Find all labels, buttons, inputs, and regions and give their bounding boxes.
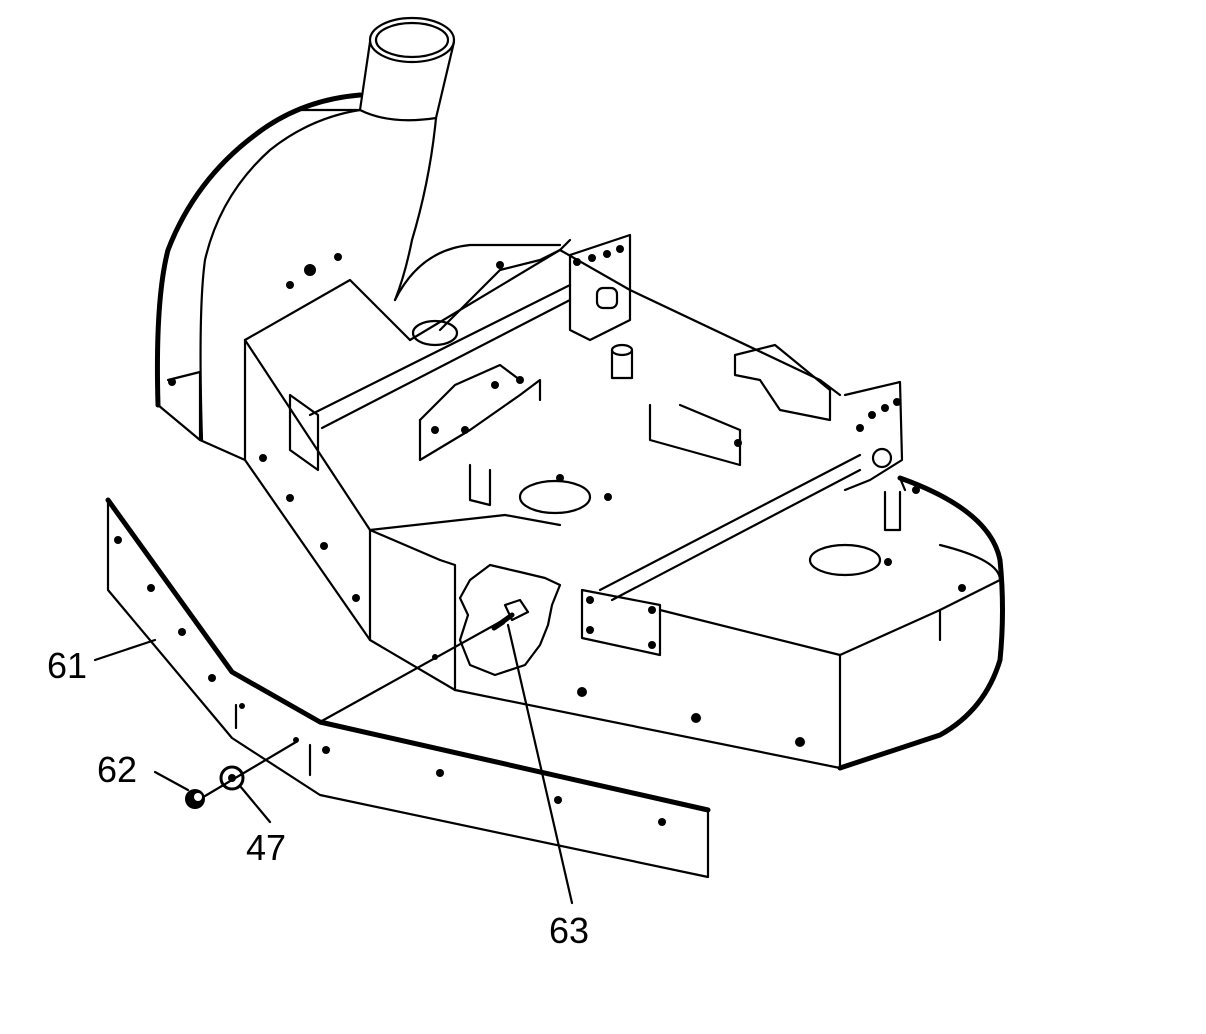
cutaway-bolt-area	[458, 563, 562, 677]
front-bumper-part-61	[105, 497, 711, 879]
callout-47: 47	[246, 827, 286, 868]
callout-63: 63	[549, 910, 589, 951]
leader-lines	[93, 623, 574, 905]
nut-part-62	[185, 789, 205, 809]
mounting-brackets	[288, 233, 904, 657]
assembly-center-line	[203, 620, 502, 798]
discharge-chute	[154, 16, 456, 462]
callout-62: 62	[97, 749, 137, 790]
callout-61: 61	[47, 645, 87, 686]
